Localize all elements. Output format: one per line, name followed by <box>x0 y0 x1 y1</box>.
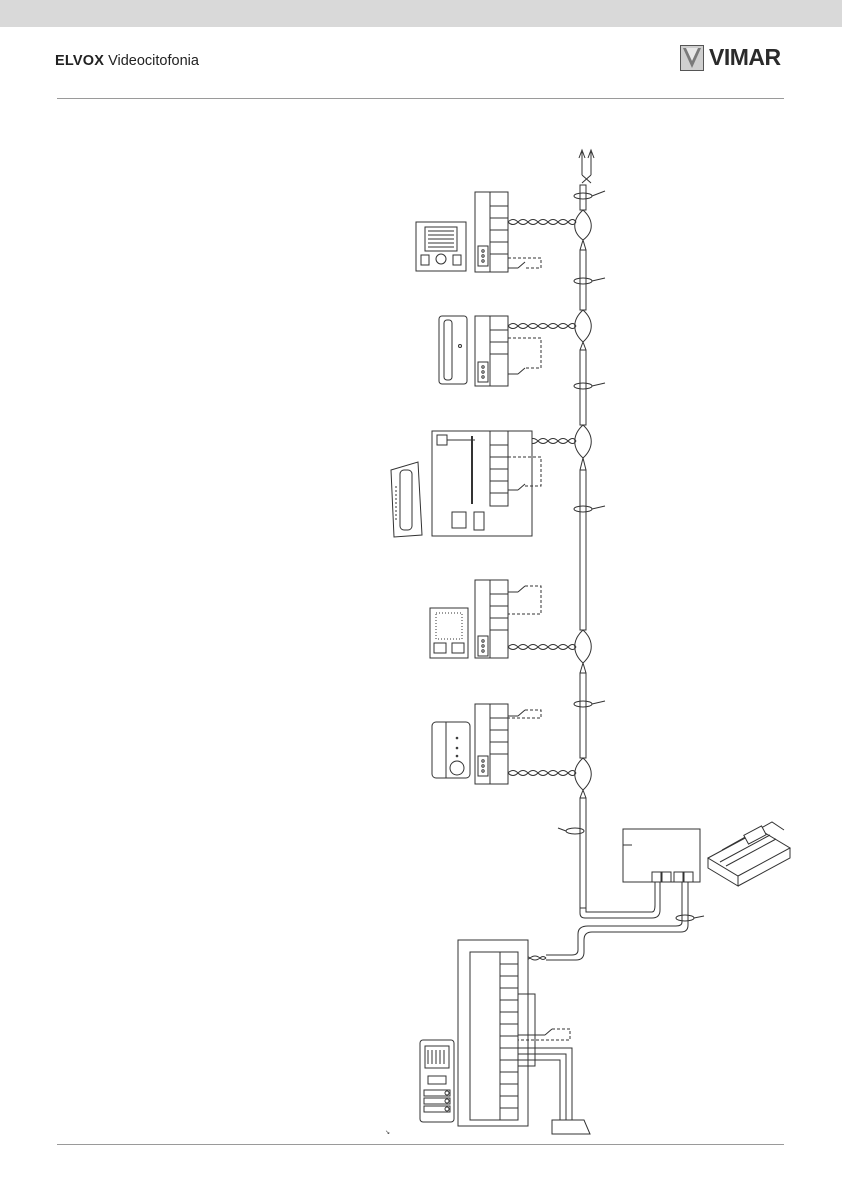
entrance-terminal-board <box>458 940 590 1134</box>
intercom-handset-1 <box>439 316 467 384</box>
outdoor-station <box>420 1040 454 1122</box>
riser-top-arrows <box>579 150 594 183</box>
riser-cable <box>558 185 605 908</box>
footer-divider <box>57 1144 784 1145</box>
terminal-block-4 <box>475 580 541 658</box>
terminal-block-1 <box>475 192 541 272</box>
audio-intercom <box>430 608 468 658</box>
intercom-handset-2 <box>391 462 422 537</box>
feeder-cables <box>520 882 704 960</box>
video-monitor-1 <box>416 222 466 271</box>
terminal-block-2 <box>475 316 541 386</box>
terminal-block-5 <box>475 704 541 784</box>
power-supply <box>623 829 700 882</box>
page-corner-mark: ↘ <box>385 1129 390 1136</box>
monitor-base-3 <box>432 431 541 536</box>
handsfree-unit <box>432 722 470 778</box>
power-supply-module <box>708 822 790 886</box>
